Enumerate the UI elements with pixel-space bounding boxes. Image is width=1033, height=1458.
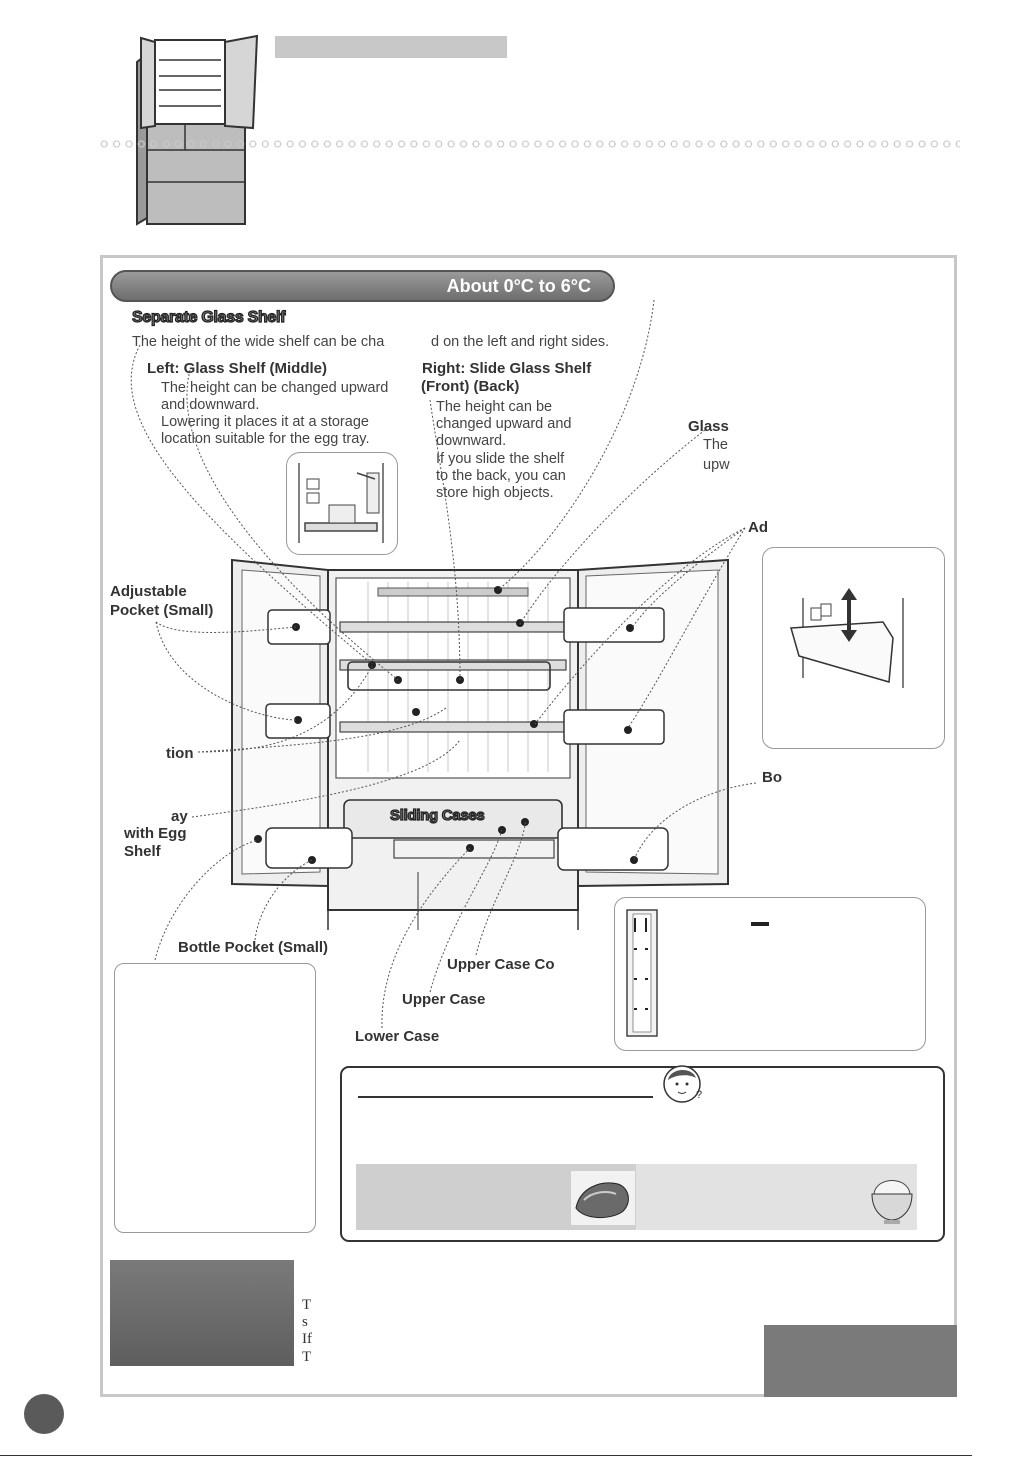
- door-rail-panel: [614, 897, 926, 1051]
- dotted-divider: [98, 138, 960, 150]
- footer-text-line: If: [302, 1331, 312, 1347]
- right-shelf-line: store high objects.: [436, 485, 554, 501]
- rice-bowl-icon: [871, 1180, 913, 1224]
- bottle-pocket-small-label: Bottle Pocket (Small): [178, 939, 329, 956]
- tip-food-strip: [356, 1164, 917, 1230]
- bottom-left-dark-panel: [110, 1260, 294, 1366]
- shelf-intro-a: The height of the wide shelf can be cha: [132, 334, 385, 350]
- upper-case-cover-label: Upper Case Co: [447, 956, 555, 973]
- page-number-circle: [24, 1394, 64, 1434]
- right-shelf-line: to the back, you can: [436, 468, 566, 484]
- header-title-bar: [275, 36, 507, 58]
- glass-note-line: The: [703, 437, 728, 453]
- right-shelf-title-2: (Front) (Back): [421, 378, 520, 395]
- right-shelf-title-1: Right: Slide Glass Shelf: [422, 360, 592, 377]
- tion-label: tion: [166, 745, 194, 762]
- bottom-right-dark-panel: [764, 1325, 957, 1397]
- bottom-rule: [0, 1455, 972, 1456]
- adjustable-pocket-small-label-2: Pocket (Small): [110, 602, 214, 619]
- glass-note-title: Glass: [688, 418, 729, 435]
- left-shelf-title: Left: Glass Shelf (Middle): [147, 360, 328, 377]
- meat-icon: [571, 1171, 635, 1225]
- left-shelf-line: Lowering it places it at a storage: [161, 414, 369, 430]
- adjustable-right-label: Ad: [748, 519, 768, 536]
- shelf-detail-icon: [298, 463, 384, 543]
- shelf-intro-b: d on the left and right sides.: [431, 334, 610, 350]
- adjustable-pocket-small-label: Adjustable: [110, 583, 187, 600]
- advisor-icon: ?: [663, 1065, 702, 1103]
- refrigerator-interior-illustration: [231, 558, 729, 930]
- left-shelf-line: The height can be changed upward: [161, 380, 389, 396]
- egg-tray-label: ay: [171, 808, 188, 825]
- sliding-cases-label: Sliding Cases: [389, 806, 485, 824]
- egg-tray-label-2: with Egg: [124, 825, 187, 842]
- tip-box: ?: [340, 1065, 945, 1242]
- separate-glass-shelf-title: Separate Glass Shelf: [131, 308, 286, 326]
- pocket-detail-icon: [790, 588, 904, 688]
- door-rail-icon: [626, 909, 769, 1037]
- temperature-label: About 0°C to 6°C: [446, 276, 591, 296]
- temperature-band: About 0°C to 6°C: [110, 270, 615, 302]
- left-note-box: [114, 963, 316, 1233]
- tip-underline: [358, 1096, 653, 1098]
- footer-text-line: T: [302, 1297, 312, 1313]
- left-shelf-line: and downward.: [161, 397, 260, 413]
- egg-shelf-illustration: [286, 452, 398, 555]
- footer-text-line: T: [302, 1349, 312, 1365]
- lower-case-label: Lower Case: [355, 1028, 440, 1045]
- right-shelf-line: downward.: [436, 433, 507, 449]
- egg-tray-label-3: Shelf: [124, 843, 161, 860]
- footer-text-line: s: [302, 1314, 308, 1330]
- bottle-right-label: Bo: [762, 769, 782, 786]
- right-shelf-line: The height can be: [436, 399, 553, 415]
- pocket-adjust-illustration: [762, 547, 945, 749]
- refrigerator-icon: [136, 34, 259, 226]
- upper-case-label: Upper Case: [402, 991, 486, 1008]
- right-shelf-line: If you slide the shelf: [436, 451, 565, 467]
- svg-text:?: ?: [696, 1089, 702, 1101]
- glass-note-line: upw: [703, 457, 730, 473]
- content-frame: [100, 255, 957, 1397]
- left-shelf-line: location suitable for the egg tray.: [161, 431, 370, 447]
- right-shelf-line: changed upward and: [436, 416, 572, 432]
